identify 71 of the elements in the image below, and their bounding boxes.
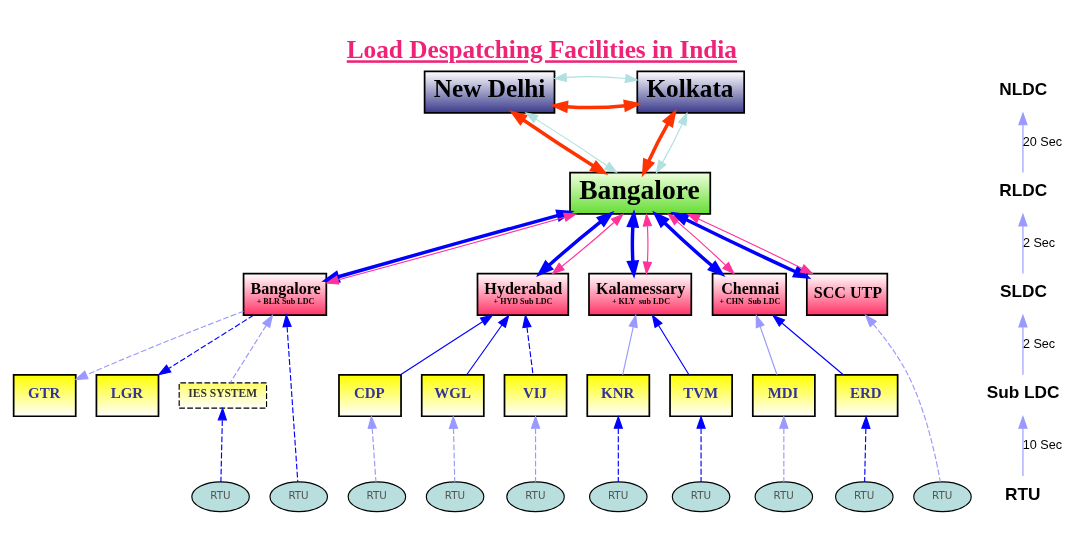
node-text: RTU <box>1005 483 1041 504</box>
node-ellipse: RTU <box>425 480 485 512</box>
arrow <box>509 109 609 175</box>
node-box: New Delhi <box>423 70 556 114</box>
node-box: TVM <box>669 373 733 417</box>
arrow <box>1018 111 1028 173</box>
arrow <box>466 313 510 375</box>
arrow <box>670 211 812 279</box>
arrow <box>626 208 640 279</box>
arrow <box>399 313 494 375</box>
node-ellipse: RTU <box>347 480 407 512</box>
arrow <box>530 414 541 482</box>
node-ellipse: RTU <box>506 480 565 512</box>
arrow <box>448 414 459 482</box>
node-box: WGL <box>420 373 485 417</box>
arrow <box>864 313 941 482</box>
arrow <box>1018 313 1028 375</box>
edge-label: 2 Sec <box>1022 336 1056 351</box>
node-box: Kolkata <box>636 70 746 114</box>
arrow <box>622 313 638 375</box>
node-box: IES SYSTEM <box>178 381 268 409</box>
node-box: LGR <box>95 373 160 417</box>
diagram-title: Load Despatching Facilities in India <box>346 34 738 63</box>
node-ellipse: RTU <box>269 480 329 512</box>
node-ellipse: RTU <box>835 480 894 512</box>
node-box: Bangalore <box>569 171 712 215</box>
node-text: Sub LDC <box>986 381 1060 402</box>
arrow <box>549 98 643 113</box>
node-box: CDP <box>338 373 402 417</box>
node-text: NLDC <box>999 78 1048 99</box>
arrow <box>229 313 274 383</box>
arrow <box>755 313 778 375</box>
node-ellipse: RTU <box>671 480 731 512</box>
node-ellipse: RTU <box>589 480 648 512</box>
edge-label: 2 Sec <box>1022 235 1056 250</box>
arrow <box>686 212 814 274</box>
arrow <box>367 414 378 482</box>
node-box: GTR <box>12 373 77 417</box>
arrow <box>652 210 726 277</box>
arrow <box>1018 212 1028 274</box>
node-box: VIJ <box>503 373 568 417</box>
arrow <box>642 212 653 275</box>
arrow <box>157 314 255 376</box>
arrow <box>522 313 534 375</box>
arrow <box>696 414 706 482</box>
arrow <box>551 212 625 275</box>
arrow <box>613 414 624 482</box>
node-box: KNR <box>586 373 651 417</box>
node-ellipse: RTU <box>191 480 250 512</box>
node-box: MDI <box>751 373 816 417</box>
node-text: SLDC <box>999 280 1047 301</box>
arrow <box>524 111 618 173</box>
arrow <box>641 108 677 177</box>
arrow <box>667 212 736 275</box>
node-box: ERD <box>834 373 899 417</box>
edge-label: 20 Sec <box>1022 134 1063 149</box>
arrow <box>282 312 299 482</box>
arrow <box>655 111 688 174</box>
arrow <box>217 406 228 483</box>
edge-label: 10 Sec <box>1022 437 1063 452</box>
arrow <box>771 313 844 375</box>
arrow <box>553 72 639 83</box>
arrow <box>651 313 690 375</box>
arrow <box>861 414 871 482</box>
node-box: SCC UTP <box>805 272 889 316</box>
node-text: RLDC <box>999 179 1048 200</box>
arrow <box>74 310 245 380</box>
node-ellipse: RTU <box>913 480 972 512</box>
arrow <box>1018 414 1028 476</box>
arrow <box>779 414 789 482</box>
node-ellipse: RTU <box>754 480 814 512</box>
